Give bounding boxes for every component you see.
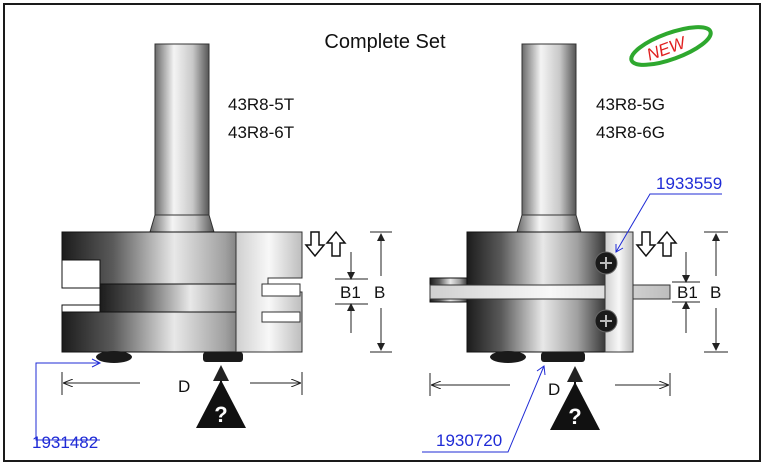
left-bearing-1 (96, 351, 132, 363)
left-help-symbol: ? (214, 402, 227, 427)
left-help-triangle[interactable]: ? (196, 365, 246, 428)
left-part-callout (35, 358, 102, 441)
left-shank (154, 43, 210, 225)
right-b-dimension (704, 231, 728, 353)
left-b-dimension (370, 231, 392, 353)
right-part-callout (422, 365, 546, 453)
right-bearing-1 (490, 351, 526, 363)
screw-part-number[interactable]: 1933559 (656, 174, 722, 193)
left-b-label: B (374, 283, 385, 302)
left-d-label: D (178, 377, 190, 396)
right-bearing-2 (541, 352, 585, 362)
left-b1-dimension (335, 252, 368, 333)
left-d-dimension (61, 372, 303, 395)
left-groove-left (61, 259, 101, 289)
help-icon (550, 382, 600, 430)
right-model-2: 43R8-6G (596, 123, 665, 142)
left-part-number[interactable]: 1931482 (32, 433, 98, 452)
left-adjust-arrows (304, 230, 347, 258)
screw-callout (615, 193, 722, 253)
title: Complete Set (324, 31, 446, 53)
right-adjust-arrows (635, 230, 678, 258)
left-bearing-2 (203, 352, 243, 362)
right-help-triangle[interactable]: ? (550, 366, 600, 430)
right-b-label: B (710, 283, 721, 302)
right-model-1: 43R8-5G (596, 95, 665, 114)
help-icon (196, 380, 246, 428)
left-model-2: 43R8-6T (228, 123, 294, 142)
right-help-symbol: ? (568, 404, 581, 429)
right-shank (521, 43, 577, 225)
right-d-dimension (429, 373, 671, 396)
right-blade (429, 284, 671, 300)
right-shank-neck (516, 214, 582, 233)
left-b1-label: B1 (340, 283, 361, 302)
right-part-number[interactable]: 1930720 (436, 431, 502, 450)
left-shank-neck (149, 214, 215, 233)
right-carbide-tip (604, 231, 634, 353)
right-router-bit (429, 43, 671, 363)
right-b1-dimension (672, 252, 700, 333)
right-b1-label: B1 (677, 283, 698, 302)
right-d-label: D (548, 380, 560, 399)
left-model-1: 43R8-5T (228, 95, 294, 114)
left-router-bit (61, 43, 303, 363)
left-body-bottom (61, 311, 267, 353)
